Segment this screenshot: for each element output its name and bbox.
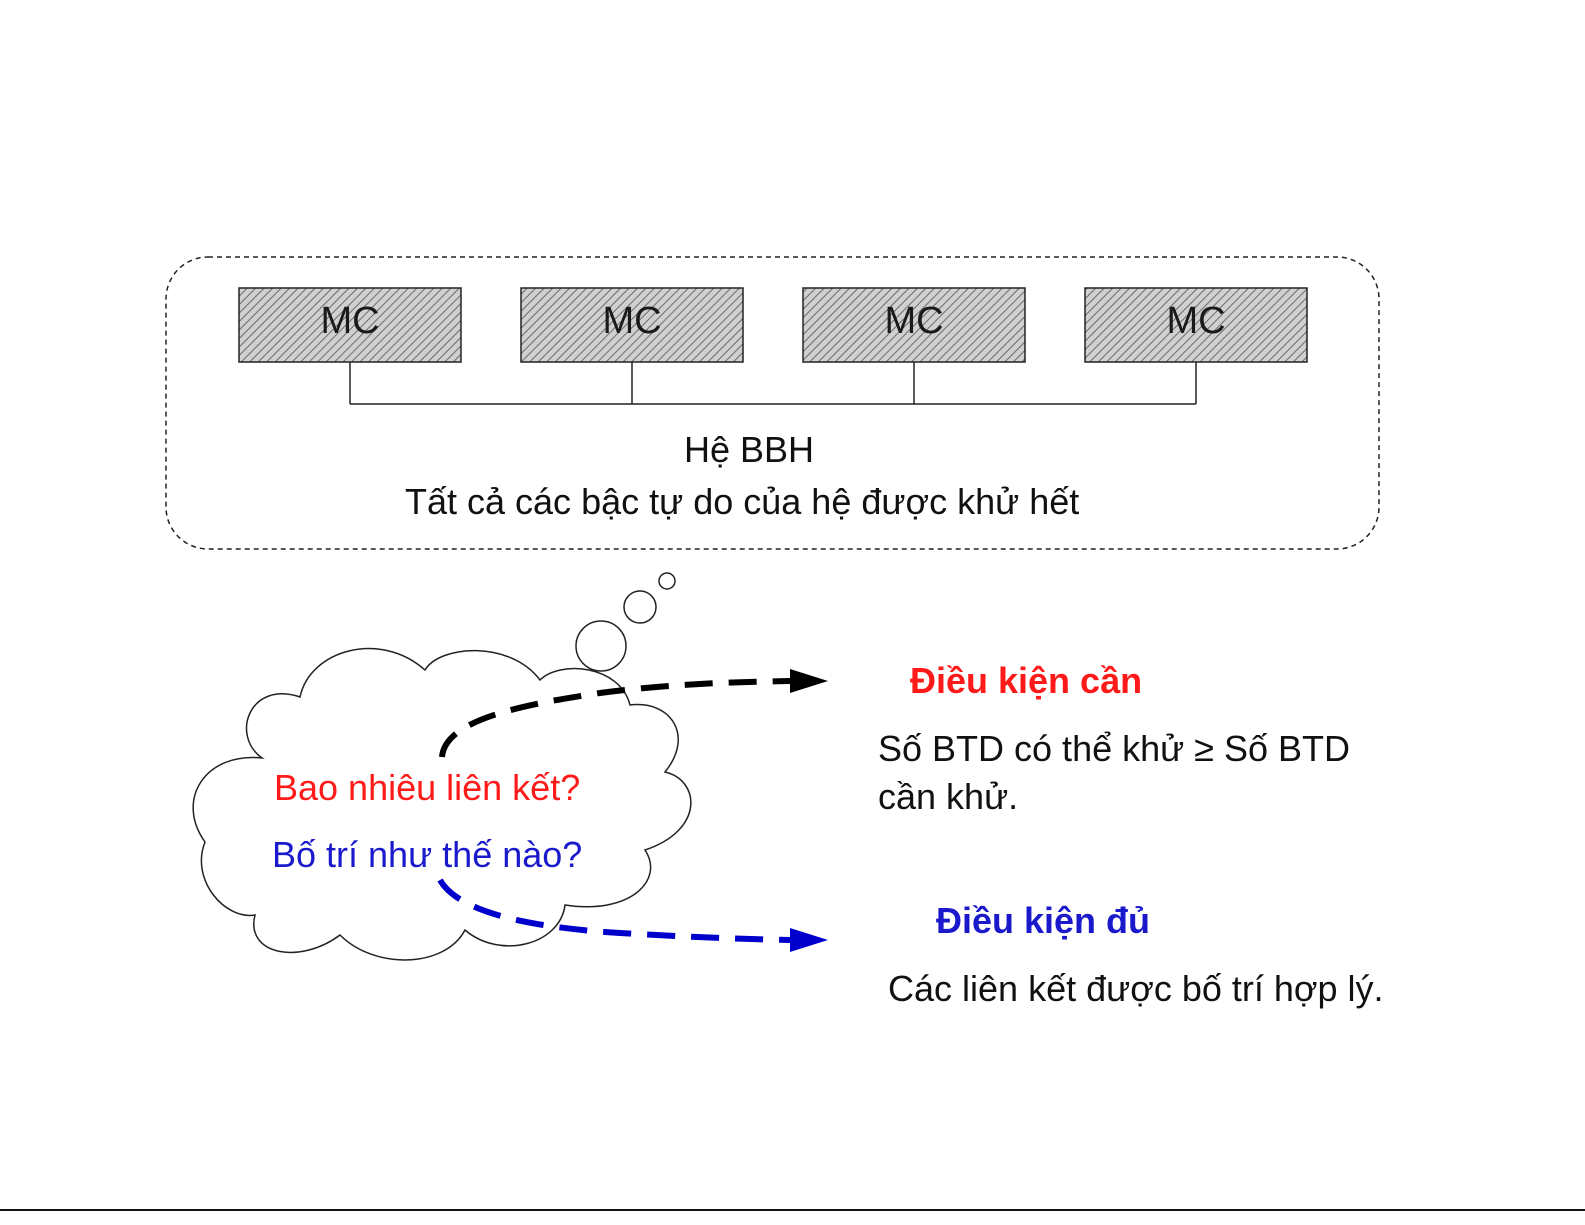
system-title: Hệ BBH [684, 432, 814, 468]
necessary-condition-text-1: Số BTD có thể khử ≥ Số BTD [878, 731, 1350, 767]
sufficient-condition-title: Điều kiện đủ [936, 903, 1150, 939]
system-subtitle: Tất cả các bậc tự do của hệ được khử hết [405, 484, 1079, 520]
question-arrangement: Bố trí như thế nào? [272, 837, 582, 873]
module-label: MC [239, 302, 461, 340]
arrow-necessary-head [790, 669, 828, 693]
necessary-condition-text-2: cần khử. [878, 779, 1018, 815]
sufficient-condition-text: Các liên kết được bố trí hợp lý. [888, 971, 1384, 1007]
module-label: MC [803, 302, 1025, 340]
module-label: MC [1085, 302, 1307, 340]
arrow-sufficient-head [790, 928, 828, 952]
question-how-many: Bao nhiêu liên kết? [274, 770, 580, 806]
thought-bubble-medium [624, 591, 656, 623]
module-connector [350, 362, 1196, 404]
necessary-condition-title: Điều kiện cần [910, 663, 1142, 699]
thought-bubble-small [659, 573, 675, 589]
module-label: MC [521, 302, 743, 340]
thought-bubble-large [576, 621, 626, 671]
